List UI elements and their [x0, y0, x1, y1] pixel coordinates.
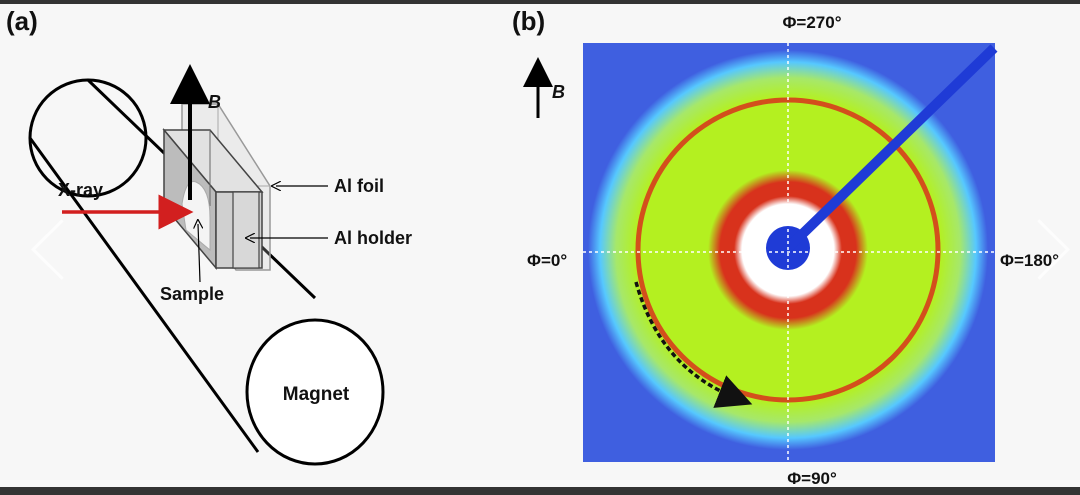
sample-label: Sample	[160, 284, 224, 304]
phi-left-label: Φ=0°	[527, 251, 567, 270]
magnet-bottom-edge	[28, 137, 260, 453]
magnet-back-end	[28, 78, 148, 198]
phi-right-label: Φ=180°	[1000, 251, 1059, 270]
diffraction-pattern	[583, 43, 998, 462]
magnet-label: Magnet	[283, 384, 350, 405]
phi-top-label: Φ=270°	[782, 13, 841, 32]
holder-label: Al holder	[334, 228, 412, 248]
xray-label: X-ray	[58, 180, 103, 200]
sample-callout	[198, 224, 200, 283]
magnet-front-end	[245, 318, 385, 466]
foil-label: Al foil	[334, 176, 384, 196]
phi-bottom-label: Φ=90°	[787, 469, 837, 488]
beam-stop-arm	[784, 44, 998, 252]
field-label-b: B	[552, 82, 565, 102]
panel-b-label: (b)	[512, 6, 545, 36]
azimuth-arrow	[634, 281, 753, 408]
panel-a: (a) Magnet	[6, 6, 412, 466]
field-label-a: B	[208, 92, 221, 112]
bottom-bar	[0, 487, 1080, 495]
top-bar	[0, 0, 1080, 4]
panel-a-label: (a)	[6, 6, 38, 36]
panel-b: (b) B Φ=270° Φ=90° Φ=0° Φ=180°	[512, 6, 1059, 488]
